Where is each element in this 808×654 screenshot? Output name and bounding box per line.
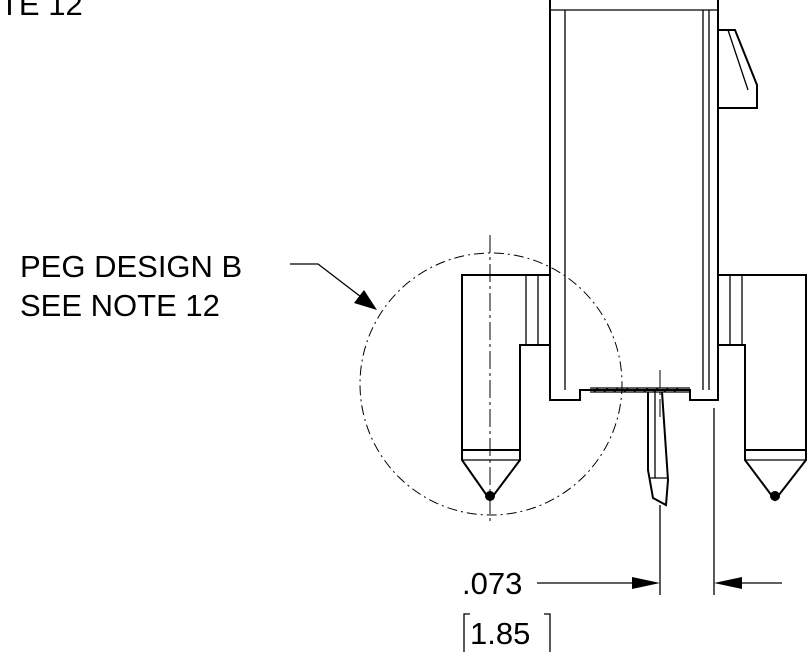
callout-leader — [290, 263, 377, 310]
left-peg — [461, 274, 550, 502]
base-hatch — [590, 387, 690, 393]
detail-circle — [359, 252, 623, 516]
terminal-pin — [647, 391, 670, 507]
callout-note-reference: SEE NOTE 12 — [20, 288, 220, 323]
dimension-mm-value: 1.85 — [470, 616, 531, 651]
top-note-fragment: TE 12 — [0, 0, 83, 22]
latch — [718, 29, 758, 109]
right-peg — [718, 274, 807, 502]
callout-title: PEG DESIGN B — [20, 249, 243, 284]
connector-housing — [549, 0, 719, 401]
dimension-inch-value: .073 — [462, 566, 523, 601]
mm-bracket — [463, 613, 551, 652]
dimension-arrows — [537, 577, 782, 589]
